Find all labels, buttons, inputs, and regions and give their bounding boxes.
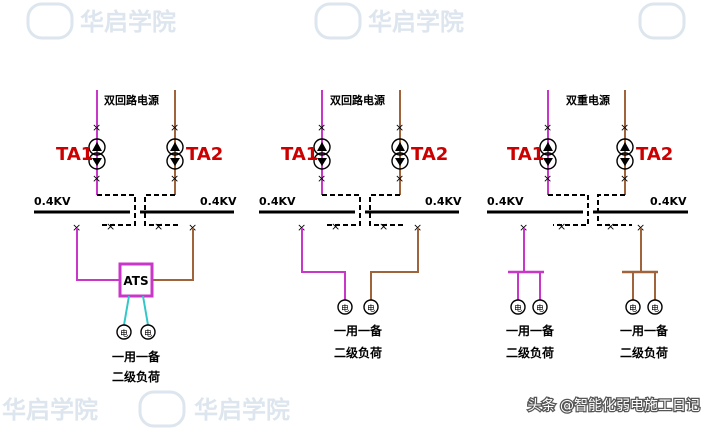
ta1-symbol (313, 138, 331, 170)
load-caption-line2: 二级负荷 (620, 345, 668, 360)
watermark-text: 华启学院 (80, 8, 176, 36)
svg-text:×: × (154, 220, 163, 233)
load-symbol: 电 (116, 324, 132, 340)
bus-right-label: 0.4KV (200, 195, 237, 208)
ats-box (118, 262, 154, 298)
svg-text:×: × (317, 121, 326, 134)
ta2-label: TA2 (636, 144, 673, 165)
svg-text:×: × (170, 121, 179, 134)
svg-text:×: × (379, 220, 388, 233)
svg-text:×: × (620, 172, 629, 185)
ta2-symbol (391, 138, 409, 170)
credit-text: 头条 @智能化弱电施工日记 (528, 397, 700, 414)
svg-text:×: × (106, 220, 115, 233)
diagram-1: 双回路电源 × × TA1 TA2 × × 0.4KV 0.4KV × × × (34, 90, 237, 384)
load-symbol: 电 (363, 299, 379, 315)
ta1-symbol (88, 138, 106, 170)
load-caption-line1: 一用一备 (112, 349, 161, 364)
ta1-symbol (539, 138, 557, 170)
svg-text:×: × (636, 221, 645, 234)
svg-text:×: × (543, 121, 552, 134)
diagram-2: 双回路电源 × × TA1 TA2 × × 0.4KV 0.4KV × × × … (259, 90, 462, 360)
load-symbol: 电 (532, 299, 548, 315)
source-label: 双回路电源 (104, 93, 159, 107)
svg-text:×: × (413, 221, 422, 234)
source-label: 双重电源 (566, 93, 610, 107)
svg-text:电: 电 (514, 303, 522, 313)
svg-text:电: 电 (651, 303, 659, 313)
ta2-symbol (616, 138, 634, 170)
svg-text:电: 电 (367, 303, 375, 313)
load-caption-line1: 一用一备 (620, 323, 669, 338)
svg-text:×: × (188, 221, 197, 234)
svg-text:电: 电 (120, 328, 128, 338)
svg-text:电: 电 (144, 328, 152, 338)
ta2-symbol (166, 138, 184, 170)
ats-label: ATS (123, 274, 148, 288)
bus-left-label: 0.4KV (34, 195, 71, 208)
svg-text:×: × (92, 172, 101, 185)
svg-text:×: × (92, 121, 101, 134)
ta1-label: TA1 (281, 144, 318, 165)
bus-right-label: 0.4KV (425, 195, 462, 208)
ta2-label: TA2 (411, 144, 448, 165)
load-caption-line1: 一用一备 (334, 323, 383, 338)
watermark-text: 华启学院 (194, 396, 290, 424)
watermark-text: 华启学院 (368, 8, 464, 36)
svg-text:×: × (395, 172, 404, 185)
svg-text:×: × (543, 172, 552, 185)
load-caption-line2: 二级负荷 (112, 369, 160, 384)
ta2-label: TA2 (186, 144, 223, 165)
svg-text:×: × (317, 172, 326, 185)
svg-text:×: × (519, 221, 528, 234)
ta1-label: TA1 (56, 144, 93, 165)
bus-right-label: 0.4KV (650, 195, 687, 208)
svg-text:×: × (297, 221, 306, 234)
load-symbol: 电 (337, 299, 353, 315)
load-caption-line1: 一用一备 (506, 323, 555, 338)
bus-left-label: 0.4KV (487, 195, 524, 208)
load-symbol: 电 (647, 299, 663, 315)
bus-left-label: 0.4KV (259, 195, 296, 208)
ta1-label: TA1 (507, 144, 544, 165)
watermark-layer (26, 2, 686, 428)
svg-text:电: 电 (341, 303, 349, 313)
svg-text:电: 电 (536, 303, 544, 313)
svg-text:电: 电 (629, 303, 637, 313)
load-symbol: 电 (625, 299, 641, 315)
svg-text:×: × (557, 220, 566, 233)
svg-text:×: × (606, 220, 615, 233)
load-caption-line2: 二级负荷 (506, 345, 554, 360)
svg-text:×: × (620, 121, 629, 134)
watermark-text: 华启学院 (2, 396, 98, 424)
load-caption-line2: 二级负荷 (334, 345, 382, 360)
svg-text:×: × (395, 121, 404, 134)
load-symbol: 电 (140, 324, 156, 340)
svg-text:×: × (170, 172, 179, 185)
svg-text:×: × (331, 220, 340, 233)
diagram-3: 双重电源 × × TA1 TA2 × × 0.4KV 0.4KV × × × × (487, 90, 688, 360)
load-symbol: 电 (510, 299, 526, 315)
source-label: 双回路电源 (330, 93, 385, 107)
svg-text:×: × (72, 221, 81, 234)
